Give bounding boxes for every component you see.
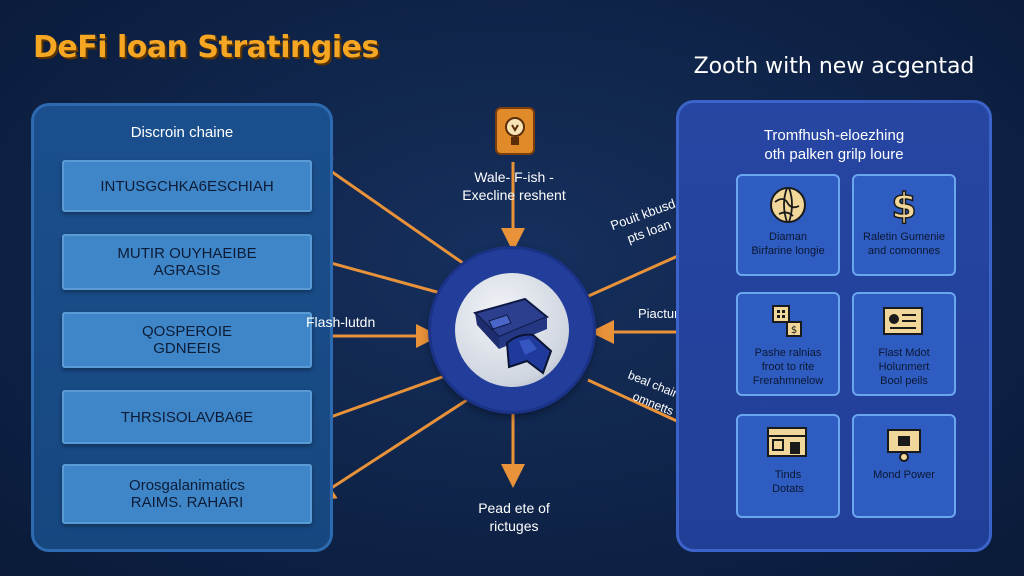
arrow-hub-to-item-5 (310, 396, 471, 502)
left-item-4-line-1: THRSISOLAVBA6E (120, 408, 254, 426)
card-chart-board-label: Tinds Dotats (772, 468, 804, 496)
svg-text:$: $ (891, 186, 916, 226)
card-chart-board-line-1: Tinds (774, 469, 802, 481)
card-device-line-1: Mond Power (873, 469, 935, 481)
card-dollar-label: Raletin Gumenie and comonnes (863, 230, 945, 258)
left-item-3[interactable]: QOSPEROIE GDNEEIS (62, 312, 312, 368)
right-panel-title-line-1: Tromfhush-eloezhing (763, 127, 905, 144)
left-item-1[interactable]: INTUSGCHKA6ESCHIAH (62, 160, 312, 212)
card-calculator-line-1: Pashe ralnias (754, 347, 822, 359)
card-calculator-line-3: Frerahmnelow (752, 375, 824, 387)
card-calculator-line-2: froot to rite (761, 361, 815, 373)
hub-illustration (455, 273, 569, 387)
left-item-2[interactable]: MUTIR OUYHAEIBE AGRASIS (62, 234, 312, 290)
left-item-2-line-1: MUTIR OUYHAEIBE (117, 245, 257, 262)
dollar-icon: $ (891, 185, 918, 226)
center-top-label-line-1: Wale- F-ish - (474, 169, 554, 185)
center-left-label: Flash-lutdn (306, 314, 376, 330)
card-device-label: Mond Power (873, 468, 935, 482)
left-panel: Discroin chaine INTUSGCHKA6ESCHIAH MUTIR… (31, 103, 333, 552)
central-hub (431, 249, 593, 411)
card-globe-line-2: Birfarine longie (751, 245, 825, 257)
left-panel-title: Discroin chaine (130, 124, 234, 141)
device-icon (887, 429, 921, 462)
bulb-icon (495, 107, 535, 155)
card-globe-label: Diaman Birfarine longie (751, 230, 824, 258)
card-globe[interactable]: Diaman Birfarine longie (736, 174, 840, 276)
card-dollar-line-1: Raletin Gumenie (863, 231, 945, 243)
center-top-label: Wale- F-ish - Execline reshent (444, 168, 584, 204)
left-item-4[interactable]: THRSISOLAVBA6E (62, 390, 312, 444)
card-globe-line-1: Diaman (769, 231, 807, 243)
globe-icon (770, 187, 806, 223)
center-bottom-label-line-1: Pead ete of (478, 500, 550, 516)
right-panel-title: Tromfhush-eloezhing oth palken grilp lou… (679, 126, 989, 164)
calculator-icon: $ (772, 305, 802, 337)
card-dollar[interactable]: $ Raletin Gumenie and comonnes (852, 174, 956, 276)
left-item-1-line-1: INTUSGCHKA6ESCHIAH (100, 177, 274, 195)
svg-text:$: $ (791, 325, 797, 336)
card-document-line-2: Holunmert (878, 361, 930, 373)
card-document-line-3: Bool peils (880, 375, 928, 387)
card-document-label: Flast Mdot Holunmert Bool peils (878, 346, 929, 388)
left-item-3-line-2: GDNEEIS (153, 340, 221, 357)
center-bottom-label-line-2: rictuges (489, 518, 539, 534)
card-chart-board-line-2: Dotats (772, 483, 804, 495)
card-chart-board[interactable]: Tinds Dotats (736, 414, 840, 518)
card-calculator-label: Pashe ralnias froot to rite Frerahmnelow (753, 346, 823, 388)
document-icon (883, 307, 923, 335)
right-heading: Zooth with new acgentad (693, 54, 975, 79)
page-title: DeFi loan Stratingies (33, 30, 379, 65)
card-calculator[interactable]: $ Pashe ralnias froot to rite Frerahmnel… (736, 292, 840, 396)
center-bottom-label: Pead ete of rictuges (444, 499, 584, 535)
arrow-hub-to-item-1 (307, 154, 471, 270)
left-item-5-line-2: RAIMS. RAHARI (130, 494, 244, 511)
card-document[interactable]: Flast Mdot Holunmert Bool peils (852, 292, 956, 396)
right-panel-title-line-2: oth palken grilp loure (764, 146, 904, 163)
left-item-5[interactable]: Orosgalanimatics RAIMS. RAHARI (62, 464, 312, 524)
card-document-line-1: Flast Mdot (878, 347, 930, 359)
center-top-label-line-2: Execline reshent (462, 187, 566, 203)
chart-board-icon (767, 427, 807, 457)
right-panel: Tromfhush-eloezhing oth palken grilp lou… (676, 100, 992, 552)
card-dollar-line-2: and comonnes (867, 245, 941, 257)
left-item-3-line-1: QOSPEROIE (141, 323, 233, 340)
card-device[interactable]: Mond Power (852, 414, 956, 518)
left-item-2-line-2: AGRASIS (153, 262, 221, 279)
left-item-5-line-1: Orosgalanimatics (129, 477, 245, 494)
